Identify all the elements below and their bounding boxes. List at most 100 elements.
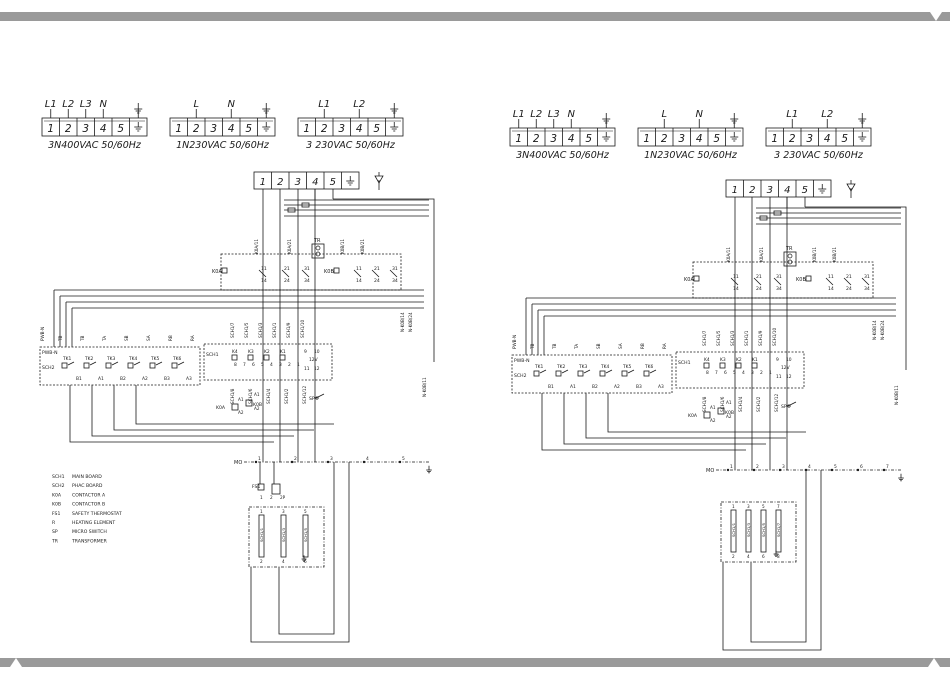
sch1-pin: 1 xyxy=(297,362,300,368)
sch1-voltage: 12V xyxy=(781,365,790,371)
supply-label: N xyxy=(696,109,704,120)
sch2-board xyxy=(511,354,673,394)
protective-earth-icon xyxy=(374,172,384,184)
legend-code: K0B xyxy=(52,502,61,508)
supply-caption: 3N400VAC 50/60Hz xyxy=(48,140,142,151)
sch2-board xyxy=(39,346,201,386)
sch1-relay-label: K3 xyxy=(720,357,726,363)
heating-element xyxy=(745,509,752,553)
supply-label: L xyxy=(661,109,667,120)
sch2-relay-coil xyxy=(83,362,90,369)
sch1-relay-coil xyxy=(735,362,742,369)
wire-label: SCH1/7 xyxy=(702,330,707,346)
heater-node: 7 xyxy=(777,504,780,509)
coil-k0b xyxy=(717,407,725,415)
mo-node-number: 4 xyxy=(808,464,811,470)
mo-node xyxy=(830,468,834,472)
wire-label: SCH1/5 xyxy=(244,322,249,338)
mains-terminal-number: 2 xyxy=(277,177,283,188)
sch2-relay-label: TK2 xyxy=(556,364,566,370)
sch2-relay-coil xyxy=(149,362,156,369)
supply-label: N xyxy=(100,99,108,110)
sch2-top-label: PWB-N xyxy=(42,350,58,356)
micro-switch-contact xyxy=(787,401,797,407)
wire-label: RA xyxy=(662,343,667,349)
mo-node-number: 4 xyxy=(366,456,369,462)
mo-node-number: 6 xyxy=(860,464,863,470)
mo-node xyxy=(778,468,782,472)
contactor-a-pin: 11 xyxy=(733,274,739,280)
sch1-voltage: 12V xyxy=(309,357,318,363)
sch2-relay-contact xyxy=(561,369,569,374)
transformer-box xyxy=(311,243,325,259)
wire-label: K0B/11 xyxy=(812,247,817,262)
coil-b-label: K0B xyxy=(253,402,262,408)
wire-label: SCH1/9 xyxy=(286,322,291,338)
transformer-box xyxy=(783,251,797,267)
transformer-winding xyxy=(315,245,321,251)
contactor-b-pin: 11 xyxy=(356,266,362,272)
sch2-relay-label: TK1 xyxy=(62,356,72,362)
contactor-a-pin: 31 xyxy=(304,266,310,272)
coil-pin: A2 xyxy=(238,410,244,415)
contact-blade xyxy=(301,269,310,278)
contactor-a-coil xyxy=(693,275,700,282)
sch1-pin: 5 xyxy=(261,362,264,368)
sch1-pin: 6 xyxy=(724,370,727,376)
wire-label: SCH1/1 xyxy=(731,522,736,537)
sch1-relay-coil xyxy=(703,362,710,369)
legend-code: SP xyxy=(52,529,58,535)
legend-desc: PHAC BOARD xyxy=(72,483,103,489)
heating-element xyxy=(760,509,767,553)
transformer-winding xyxy=(315,251,321,257)
contactor-b-coil xyxy=(333,267,340,274)
contactor-b-label: K0B xyxy=(796,277,806,283)
sch2-relay-coil xyxy=(533,370,540,377)
return-wire xyxy=(585,393,786,439)
sch2-relay-contact xyxy=(89,361,97,366)
supply-caption: 1N230VAC 50/60Hz xyxy=(644,150,738,161)
wire-label: RA xyxy=(190,335,195,341)
contactor-b-coil xyxy=(805,275,812,282)
wire-label: SCH1/1 xyxy=(272,322,277,338)
wire-label: SA xyxy=(618,343,623,349)
heater-return xyxy=(278,462,335,635)
sch2-name: SCH2 xyxy=(42,365,55,371)
sch1-relay-coil xyxy=(751,362,758,369)
wire-label: SCH1/3 xyxy=(730,330,735,346)
wire-label: PWB-N xyxy=(512,335,517,349)
mo-node xyxy=(398,460,402,464)
terminal-number: 4 xyxy=(568,133,575,145)
wire-label: N-K0B/14 xyxy=(872,320,877,340)
wire-label: SCH1/9 xyxy=(758,330,763,346)
sch2-relay-coil xyxy=(105,362,112,369)
heater-block xyxy=(248,506,325,568)
supply-caption: 3 230VAC 50/60Hz xyxy=(306,140,396,151)
heater-return xyxy=(750,470,807,643)
sch1-relay-label: K3 xyxy=(248,349,254,355)
sch2-relay-label: TK4 xyxy=(600,364,610,370)
mo-node xyxy=(254,460,258,464)
sch1-pin: 9 xyxy=(304,349,307,355)
terminal-number: 5 xyxy=(841,133,848,145)
heater-node: 4 xyxy=(282,559,285,564)
wire-label: SCH1/1 xyxy=(259,527,264,542)
terminal-number: 3 xyxy=(806,133,813,145)
contactor-a-label: K0A xyxy=(212,269,222,275)
contactor-a-pin: 21 xyxy=(756,274,762,280)
sch1-relay-coil xyxy=(231,354,238,361)
return-wire xyxy=(69,385,274,443)
sch2-pin: B2 xyxy=(592,384,598,390)
mo-node-number: 2 xyxy=(294,456,297,462)
sch1-pin: 2 xyxy=(288,362,291,368)
terminal-ground-icon xyxy=(134,122,143,132)
sch1-pin: 3 xyxy=(279,362,282,368)
heater-node: 5 xyxy=(304,509,307,514)
